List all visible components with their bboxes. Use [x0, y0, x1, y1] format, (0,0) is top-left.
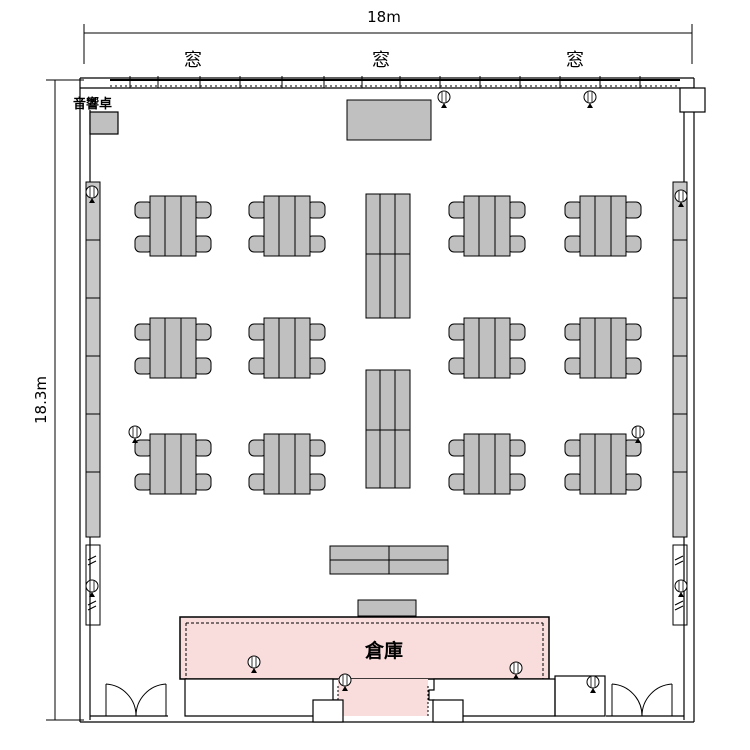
table-group — [134, 195, 212, 257]
window-label-right: 窓 — [566, 50, 584, 71]
podium — [346, 99, 432, 141]
table — [149, 195, 197, 257]
window-label-center: 窓 — [372, 50, 390, 71]
speaker-icon — [509, 661, 523, 679]
speaker-icon — [586, 675, 600, 693]
table — [149, 433, 197, 495]
lower-partitions — [184, 675, 606, 723]
door-left — [105, 683, 167, 717]
speakers — [85, 90, 688, 693]
table — [263, 195, 311, 257]
window-strip — [110, 76, 680, 88]
speaker-icon — [583, 90, 597, 108]
right-wall-panels — [672, 181, 688, 538]
bench — [357, 599, 417, 617]
table-group — [134, 433, 212, 495]
speaker-icon — [674, 579, 688, 597]
speaker-icon — [338, 673, 352, 691]
table-group — [564, 433, 642, 495]
speaker-icon — [85, 579, 99, 597]
table-group — [448, 195, 526, 257]
table — [579, 317, 627, 379]
table — [263, 317, 311, 379]
front-tables — [329, 545, 449, 575]
height-dimension-label: 18.3m — [32, 376, 50, 424]
door-right — [611, 683, 673, 717]
table-group — [564, 195, 642, 257]
center-tables-lower — [365, 369, 411, 489]
speaker-icon — [437, 90, 451, 108]
table — [463, 317, 511, 379]
window-label-left: 窓 — [184, 50, 202, 71]
table-group — [248, 195, 326, 257]
table-group — [448, 433, 526, 495]
table — [579, 195, 627, 257]
table-group — [248, 433, 326, 495]
speaker-icon — [674, 189, 688, 207]
corner-column — [679, 87, 706, 113]
storage-label: 倉庫 — [364, 639, 403, 662]
table-group — [564, 317, 642, 379]
storage-room-lower — [338, 679, 428, 716]
speaker-icon — [247, 655, 261, 673]
width-dimension-label: 18m — [367, 8, 401, 26]
table — [579, 433, 627, 495]
table-groups — [134, 195, 642, 495]
table-group — [134, 317, 212, 379]
table — [149, 317, 197, 379]
speaker-icon — [631, 425, 645, 443]
center-tables-upper — [365, 193, 411, 319]
speaker-icon — [85, 185, 99, 203]
table-group — [448, 317, 526, 379]
table — [263, 433, 311, 495]
sound-desk — [89, 111, 119, 135]
dimension-lines — [46, 24, 693, 721]
left-wall-panels — [85, 181, 101, 538]
table-group — [248, 317, 326, 379]
table — [463, 195, 511, 257]
table — [463, 433, 511, 495]
speaker-icon — [128, 425, 142, 443]
sound-desk-label: 音響卓 — [73, 96, 112, 112]
storage-room — [179, 616, 550, 680]
